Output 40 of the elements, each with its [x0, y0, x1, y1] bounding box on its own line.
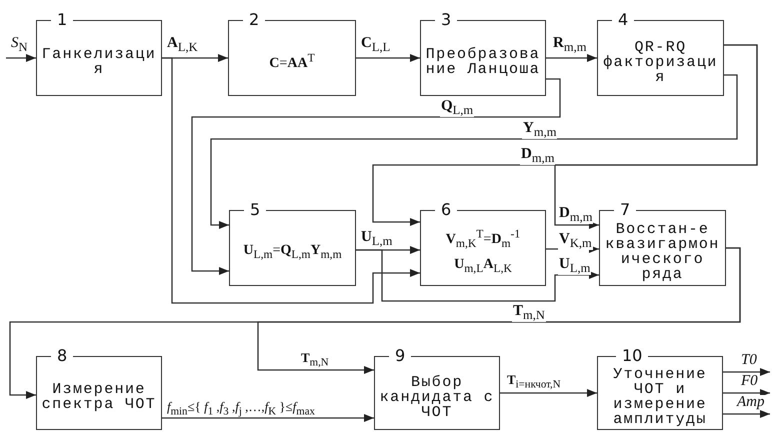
- arrow: [500, 389, 597, 397]
- arrow: [546, 54, 597, 62]
- edge-label: T$_{m,N}$: [300, 351, 330, 368]
- edge-label: A$_{L,K}$: [166, 36, 199, 54]
- edge-label: C$_{L,L}$: [360, 36, 392, 54]
- block-text: Измерение спектра ЧОТ: [41, 382, 157, 412]
- arrow: [356, 249, 599, 302]
- edge-label: Y$_{m,m}$: [522, 121, 558, 138]
- arrow: [356, 54, 420, 62]
- block-text: Уточнение ЧОТ и измерение амплитуды: [612, 367, 708, 427]
- edge-label: f$_{min}$≤{ f$_{1}$ ,f$_{3}$ ,f$_{j}$ ,…,f$_{K}$ }≤f$_{max}$: [166, 400, 316, 418]
- edge-label: S$_{N}$: [10, 36, 29, 54]
- edge-label: T$_{m,N}$: [512, 304, 546, 322]
- arrow: [162, 414, 374, 422]
- block-text: Восстан-е квазигармонического ряда: [604, 222, 721, 282]
- formula: C=AA$^{T}$: [268, 50, 316, 73]
- edge-label: D$_{m,m}$: [520, 147, 556, 164]
- arrow: [723, 410, 770, 418]
- edge-label: T$_{i=нкчот,N}$: [506, 373, 562, 390]
- arrow: [162, 57, 420, 304]
- arrow: [257, 247, 741, 374]
- block-text: QR-RQ факторизация: [602, 40, 719, 84]
- formula: U$_{L,m}$=Q$_{L,m}$Y$_{m,m}$: [242, 242, 343, 263]
- block-text: Выбор кандидата с ЧОТ: [379, 374, 495, 420]
- edge-label: V$_{K,m}$: [558, 232, 593, 250]
- block-text: Ганкелизация: [41, 47, 157, 77]
- arrow: [723, 389, 770, 397]
- edge-label: R$_{m,m}$: [552, 36, 588, 54]
- formula: U$_{m,L}$A$_{L,K}$: [453, 256, 513, 277]
- edge-label: U$_{L,m}$: [558, 257, 592, 274]
- edge-label: D$_{m,m}$: [558, 206, 594, 224]
- arrow: [554, 44, 758, 229]
- arrow: [210, 74, 738, 229]
- block-text: Преобразование Ланцоша: [425, 47, 541, 77]
- edge-label: Q$_{L,m}$: [440, 99, 474, 116]
- edge-label: U$_{L,m}$: [360, 230, 394, 248]
- edge-label: Amp: [736, 395, 766, 410]
- arrow: [723, 368, 770, 376]
- arrow: [6, 54, 36, 62]
- arrow: [191, 78, 561, 275]
